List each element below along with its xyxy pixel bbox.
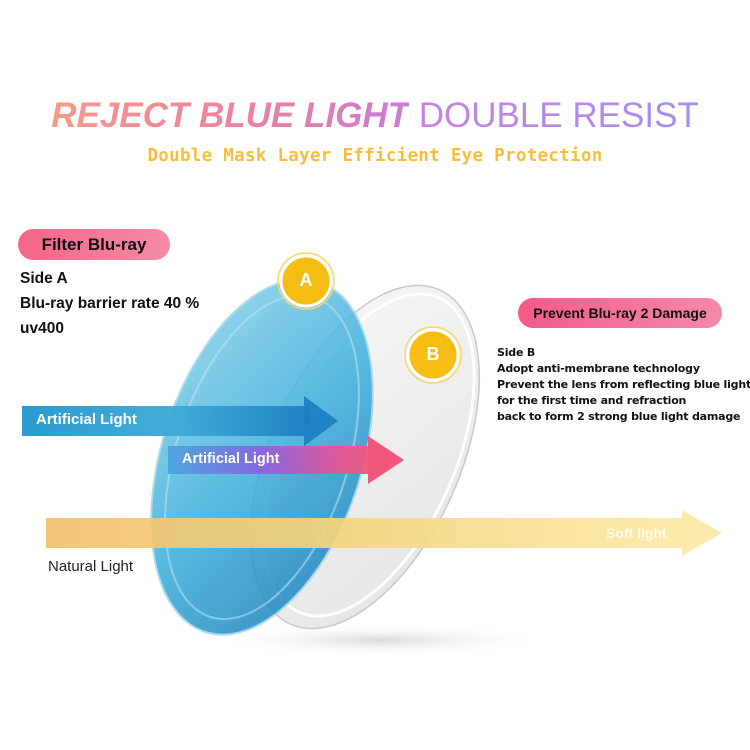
subheadline: Double Mask Layer Efficient Eye Protecti… [147, 146, 603, 166]
artificial-light-arrow-2-body [168, 446, 374, 474]
badge-a-ring [277, 252, 335, 310]
filter-blu-ray-pill: Filter Blu-ray [18, 229, 170, 260]
side-b-title: Side B [497, 346, 536, 359]
natural-light-label: Natural Light [48, 558, 134, 575]
artificial-light-arrow-2-head [368, 436, 404, 484]
natural-light-arrow-body [46, 518, 688, 548]
lens-shadow [210, 624, 550, 656]
badge-b-ring [404, 326, 462, 384]
side-b-line-3: for the first time and refraction [497, 394, 687, 407]
badge-b-label: B [426, 344, 440, 364]
artificial-light-label-1: Artificial Light [36, 411, 137, 428]
side-a-uv400: uv400 [20, 320, 64, 337]
side-a-barrier-rate: Blu-ray barrier rate 40 % [20, 295, 200, 312]
side-b-line-4: back to form 2 strong blue light damage [497, 410, 741, 423]
headline-light: DOUBLE RESIST [418, 96, 699, 135]
artificial-light-label-2: Artificial Light [182, 451, 280, 467]
artificial-light-arrow-1-head [304, 396, 338, 446]
natural-light-arrow-head [682, 510, 722, 556]
side-a-title: Side A [20, 270, 68, 287]
badge-a-label: A [299, 270, 313, 290]
badge-b-circle [406, 328, 460, 382]
soft-light-label: Soft light [606, 525, 667, 541]
artificial-light-arrow-1-body [22, 406, 310, 436]
side-b-line-1: Adopt anti-membrane technology [497, 362, 700, 375]
prevent-blu-ray-damage-pill: Prevent Blu-ray 2 Damage [518, 298, 722, 328]
headline-bold: REJECT BLUE LIGHT [51, 96, 409, 135]
side-b-line-2: Prevent the lens from reflecting blue li… [497, 378, 750, 391]
badge-a-circle [279, 254, 333, 308]
headline: REJECT BLUE LIGHT DOUBLE RESIST [0, 96, 750, 136]
